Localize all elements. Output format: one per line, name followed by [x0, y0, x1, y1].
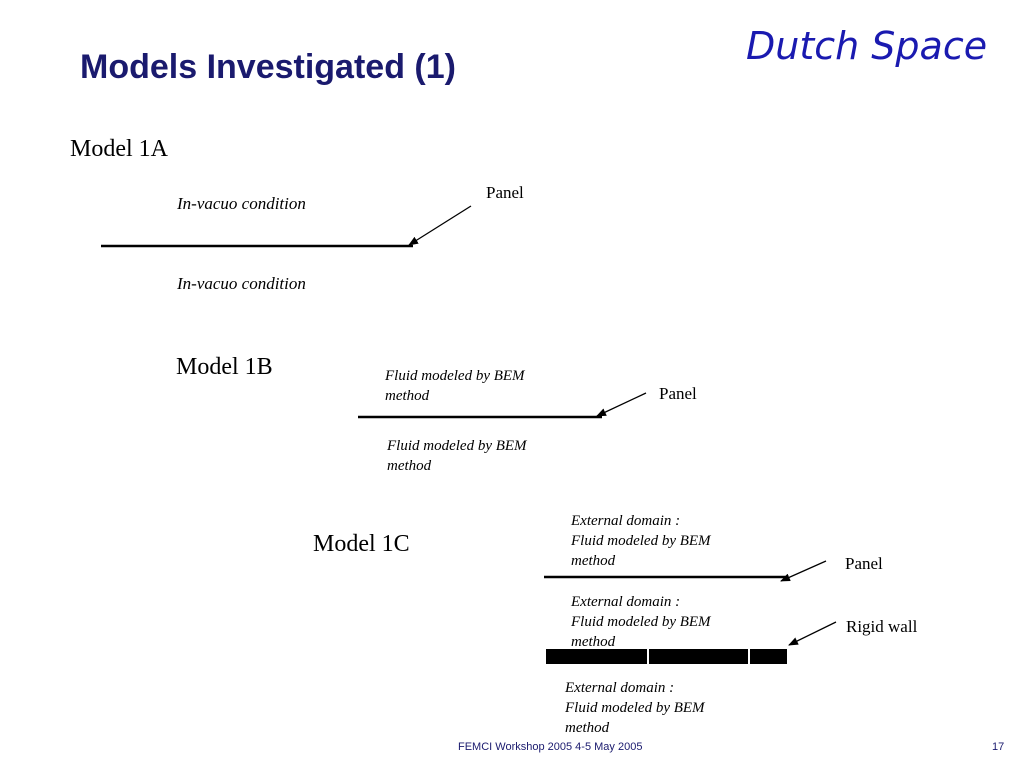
model-1a-label: Model 1A — [70, 136, 168, 162]
rigid-wall-segment-2 — [649, 649, 748, 664]
model-1c-bottom-domain-line2: Fluid modeled by BEM — [565, 700, 705, 716]
model-1b-bottom-fluid-line1: Fluid modeled by BEM — [387, 438, 527, 454]
model-1c-middle-domain: External domain : Fluid modeled by BEM m… — [571, 592, 711, 652]
model-1c-wall-label: Rigid wall — [846, 617, 918, 636]
model-1b-top-fluid-line2: method — [385, 388, 430, 404]
model-1c-bottom-domain-line3: method — [565, 720, 610, 736]
model-1c-top-domain-line3: method — [571, 553, 616, 569]
slide-title: Models Investigated (1) — [80, 48, 456, 86]
model-1a-top-condition: In-vacuo condition — [177, 194, 306, 213]
panel-1c-arrow — [780, 560, 827, 582]
page-number: 17 — [992, 741, 1005, 753]
model-1c-bottom-domain: External domain : Fluid modeled by BEM m… — [565, 678, 705, 738]
panel-1b-arrow — [596, 392, 647, 417]
panel-1a-arrow — [408, 205, 472, 246]
model-1c-panel-label: Panel — [845, 554, 883, 573]
model-1b-bottom-fluid: Fluid modeled by BEM method — [387, 436, 527, 476]
model-1b-bottom-fluid-line2: method — [387, 458, 432, 474]
footer-event: FEMCI Workshop 2005 4-5 May 2005 — [458, 741, 643, 753]
model-1c-bottom-domain-line1: External domain : — [565, 680, 675, 696]
model-1c-top-domain-line1: External domain : — [571, 513, 681, 529]
model-1a-bottom-condition: In-vacuo condition — [177, 274, 306, 293]
model-1c-top-domain-line2: Fluid modeled by BEM — [571, 533, 711, 549]
model-1b-label: Model 1B — [176, 354, 273, 380]
model-1c-middle-domain-line3: method — [571, 634, 616, 650]
model-1c-top-domain: External domain : Fluid modeled by BEM m… — [571, 511, 711, 571]
dutch-space-logo: Dutch Space — [746, 24, 988, 68]
rigid-wall-segment-3 — [750, 649, 787, 664]
model-1b-top-fluid: Fluid modeled by BEM method — [385, 366, 525, 406]
model-1a-panel-label: Panel — [486, 183, 524, 202]
rigid-wall-segment-1 — [546, 649, 647, 664]
rigid-wall-arrow — [788, 621, 837, 646]
model-1b-panel-label: Panel — [659, 384, 697, 403]
model-1c-middle-domain-line1: External domain : — [571, 594, 681, 610]
model-1b-top-fluid-line1: Fluid modeled by BEM — [385, 368, 525, 384]
model-1c-middle-domain-line2: Fluid modeled by BEM — [571, 614, 711, 630]
model-1c-label: Model 1C — [313, 531, 410, 557]
